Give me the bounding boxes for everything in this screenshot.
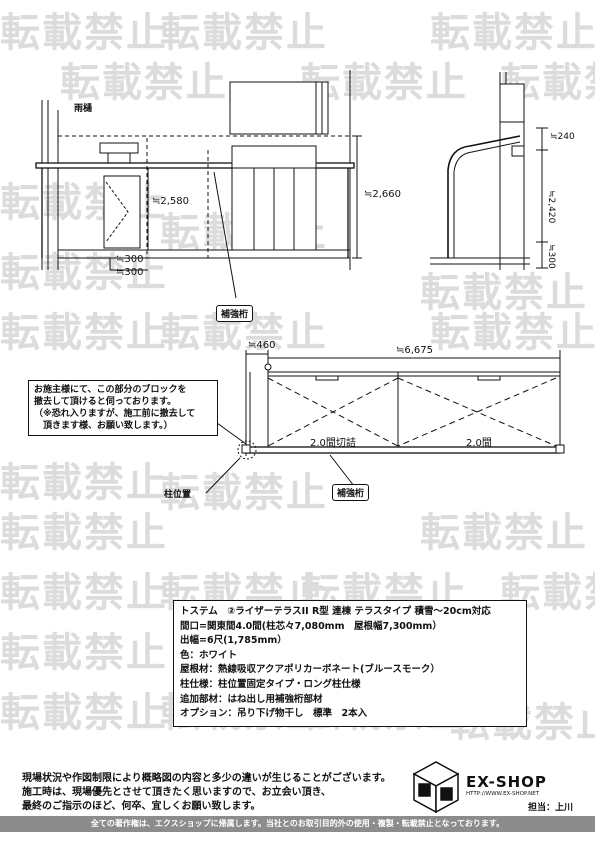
site-condition-footnote: 現場状況や作図制限により概略図の内容と多少の違いが生じることがございます。 施工… [22, 772, 391, 814]
spec-line: 屋根材：熱線吸収アクアポリカーボネート(ブルースモーク） [180, 664, 440, 676]
logo-url: HTTP://WWW.EX-SHOP.NET [466, 791, 540, 797]
front-elevation [35, 70, 362, 299]
plan-view [205, 350, 565, 494]
watermark-text: 転載禁止 [430, 10, 595, 56]
note-line: お施主様にて、この部分のブロックを [34, 385, 187, 395]
dim-6675: ≒6,675 [396, 345, 434, 356]
spec-line: 柱仕様：柱位置固定タイプ・ロング柱仕様 [180, 678, 361, 690]
dim-300-side: ≒300 [546, 244, 556, 269]
reinforce-beam-tag-plan: 補強桁 [332, 484, 370, 501]
watermark-text: 転載禁止 [160, 470, 328, 516]
watermark-text: 転載禁止 [60, 60, 228, 106]
dim-300-b: ≒300 [116, 267, 144, 278]
footnote-line: 施工時は、現場優先とさせて頂きたく思いますので、お立会い頂き、 [22, 787, 331, 798]
watermark-text: 転載禁止 [160, 10, 328, 56]
dim-460: ≒460 [248, 340, 276, 351]
watermark-text: 転載禁止 [0, 570, 168, 616]
reinforce-beam-tag-elevation: 補強桁 [216, 305, 254, 322]
span-left-label: 2.0間切詰 [310, 438, 356, 449]
watermark-text: 転載禁止 [420, 510, 588, 556]
watermark-text: 転載禁止 [430, 310, 595, 356]
footnote-line: 現場状況や作図制限により概略図の内容と多少の違いが生じることがございます。 [22, 773, 391, 784]
spec-line: オプション：吊り下げ物干し 標準 2本入 [180, 708, 368, 720]
footnote-line: 最終のご指示のほど、何卒、宜しくお願い致します。 [22, 801, 261, 812]
watermark-text: 転載禁止 [0, 510, 168, 556]
dim-2420: ≒2,420 [546, 190, 556, 224]
spec-line: トステム ②ライザーテラスII R型 連棟 テラスタイプ 積雪～20cm対応 [180, 606, 491, 617]
watermark-text: 転載禁止 [0, 630, 168, 676]
spec-line: 出幅=6尺(1,785mm） [180, 635, 287, 647]
side-elevation [430, 72, 548, 270]
watermark-text: 転載禁止 [420, 270, 588, 316]
watermark-text: 転載禁止 [0, 460, 168, 506]
dim-2660: ≒2,660 [364, 189, 402, 200]
dim-300-a: ≒300 [116, 254, 144, 265]
note-line: 頂きます様、お願い致します。） [34, 421, 173, 431]
spec-line: 追加部材：はね出し用補強桁部材 [180, 693, 323, 705]
post-position-label: 柱位置 [164, 490, 192, 500]
dim-240: ≒240 [550, 132, 575, 142]
note-line: （※恐れ入りますが、施工前に撤去して [34, 409, 196, 419]
ex-shop-logo-icon [412, 761, 460, 814]
spec-line: 色：ホワイト [180, 649, 238, 661]
watermark-text: 転載禁止 [0, 690, 168, 736]
spec-line: 間口=関東間4.0間(柱芯々7,080mm 屋根幅7,300mm） [180, 620, 442, 632]
rain-gutter-label: 雨樋 [74, 104, 93, 114]
block-removal-note: お施主様にて、この部分のブロックを 撤去して頂けると伺っております。 （※恐れ入… [28, 380, 218, 436]
note-line: 撤去して頂けると伺っております。 [34, 397, 177, 407]
product-specs-box: トステム ②ライザーテラスII R型 連棟 テラスタイプ 積雪～20cm対応 間… [173, 600, 527, 727]
watermark-text: 転載禁止 [0, 10, 168, 56]
logo-name: EX-SHOP [466, 773, 547, 791]
span-right-label: 2.0間 [466, 438, 492, 449]
dim-2580: ≒2,580 [152, 196, 190, 207]
watermark-text: 転載禁止 [0, 310, 168, 356]
copyright-footer: 全ての著作権は、エクスショップに帰属します。当社とのお取引目的外の使用・複製・転… [0, 816, 595, 832]
staff-name: 担当：上川 [528, 803, 574, 813]
